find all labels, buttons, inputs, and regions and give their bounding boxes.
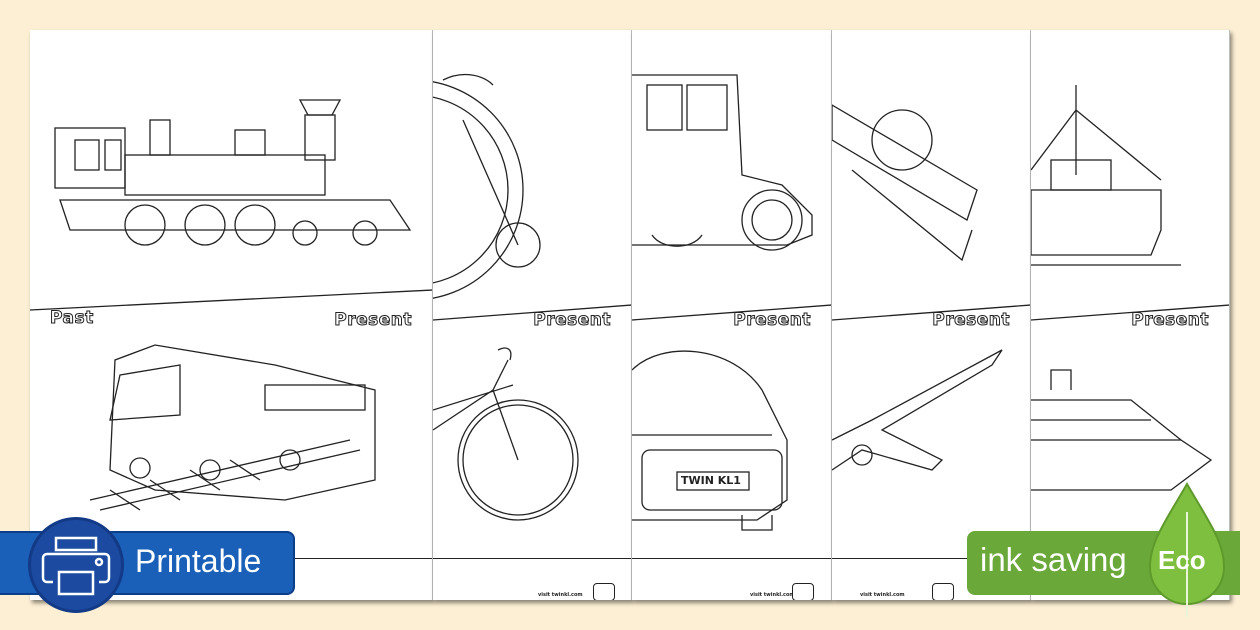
coloring-page-car: TWIN KL1 Present visit twinkl.com xyxy=(632,30,832,600)
twinkl-logo xyxy=(932,583,954,600)
present-label: Present xyxy=(1131,310,1209,331)
coloring-page-bicycle: Present visit twinkl.com xyxy=(433,30,632,600)
footer-divider xyxy=(832,558,1030,559)
coloring-page-plane: Present visit twinkl.com xyxy=(832,30,1031,600)
footer-text: visit twinkl.com xyxy=(750,592,795,598)
printer-icon xyxy=(28,517,124,613)
footer-divider xyxy=(433,558,631,559)
present-label: Present xyxy=(334,310,412,331)
steam-locomotive-illustration xyxy=(30,99,432,511)
eco-label: Eco xyxy=(1158,545,1206,575)
twinkl-logo xyxy=(792,583,814,600)
bicycle-illustration xyxy=(433,73,631,521)
footer-text: visit twinkl.com xyxy=(538,592,583,598)
car-illustration xyxy=(632,74,831,531)
present-label: Present xyxy=(533,310,611,331)
ink-saving-label: ink saving xyxy=(980,541,1127,578)
printable-label: Printable xyxy=(135,543,262,579)
twinkl-logo xyxy=(593,583,615,600)
leaf-icon xyxy=(1148,482,1226,617)
ship-illustration xyxy=(1031,85,1229,491)
present-label: Present xyxy=(733,310,811,331)
past-label: Past xyxy=(50,308,94,329)
coloring-page-train: Past Present xyxy=(30,30,433,600)
footer-divider xyxy=(632,558,831,559)
plane-illustration xyxy=(832,104,1030,471)
footer-text: visit twinkl.com xyxy=(860,592,905,598)
license-plate: TWIN KL1 xyxy=(681,474,741,487)
present-label: Present xyxy=(932,310,1010,331)
